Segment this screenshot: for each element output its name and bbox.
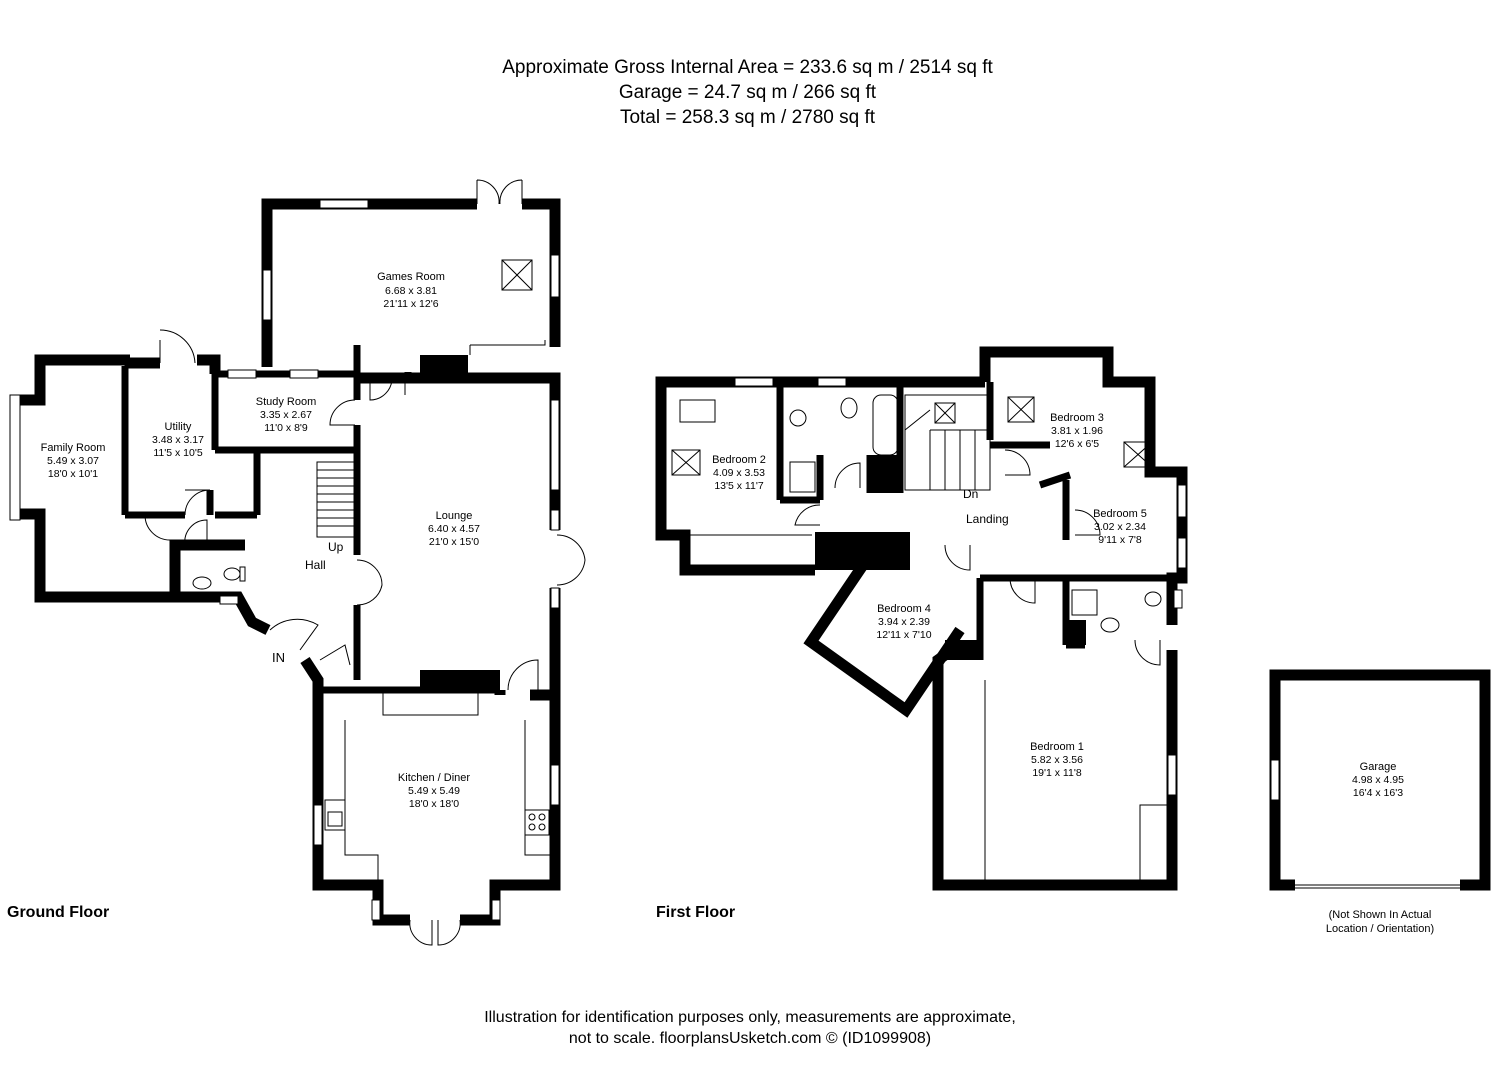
bedroom-1-name: Bedroom 1 bbox=[1030, 741, 1084, 753]
study-room-metric: 3.35 x 2.67 bbox=[260, 409, 312, 421]
disclaimer-line-1: Illustration for identification purposes… bbox=[484, 1009, 1016, 1026]
bedroom-2-name: Bedroom 2 bbox=[712, 454, 766, 466]
ground-floor-title: Ground Floor bbox=[7, 904, 110, 921]
stairs-up-label: Up bbox=[328, 540, 344, 554]
study-room-imperial: 11'0 x 8'9 bbox=[264, 422, 308, 434]
ground-stairs bbox=[316, 461, 356, 538]
bedroom-5-name: Bedroom 5 bbox=[1093, 508, 1147, 520]
garage-area-text: Garage = 24.7 sq m / 266 sq ft bbox=[618, 82, 877, 103]
hall-label: Hall bbox=[305, 558, 326, 572]
first-floor-plan bbox=[655, 346, 1188, 891]
garage-imperial: 16'4 x 16'3 bbox=[1353, 787, 1403, 799]
room-label-kitchen: Kitchen / Diner 5.49 x 5.49 18'0 x 18'0 bbox=[398, 772, 470, 810]
room-label-bed1: Bedroom 1 5.82 x 3.56 19'1 x 11'8 bbox=[1030, 741, 1084, 779]
family-room-name: Family Room bbox=[41, 442, 106, 454]
total-area-text: Total = 258.3 sq m / 2780 sq ft bbox=[619, 107, 876, 128]
utility-imperial: 11'5 x 10'5 bbox=[153, 447, 203, 459]
kitchen-metric: 5.49 x 5.49 bbox=[408, 785, 460, 797]
gross-area-text: Approximate Gross Internal Area = 233.6 … bbox=[502, 57, 993, 78]
room-label-games: Games Room 6.68 x 3.81 21'11 x 12'6 bbox=[377, 271, 445, 310]
bedroom-3-name: Bedroom 3 bbox=[1050, 412, 1104, 424]
games-room-name: Games Room bbox=[377, 271, 445, 283]
garage-name: Garage bbox=[1360, 761, 1397, 773]
lounge-imperial: 21'0 x 15'0 bbox=[429, 536, 479, 548]
area-summary: Approximate Gross Internal Area = 233.6 … bbox=[0, 55, 1495, 130]
room-label-study: Study Room 3.35 x 2.67 11'0 x 8'9 bbox=[256, 396, 317, 434]
garage-note: (Not Shown In Actual Location / Orientat… bbox=[1310, 908, 1450, 936]
room-label-utility: Utility 3.48 x 3.17 11'5 x 10'5 bbox=[152, 421, 204, 459]
lounge-name: Lounge bbox=[436, 510, 473, 522]
bedroom-1-imperial: 19'1 x 11'8 bbox=[1032, 767, 1082, 779]
utility-metric: 3.48 x 3.17 bbox=[152, 434, 204, 446]
garage-note-line-2: Location / Orientation) bbox=[1325, 923, 1435, 935]
room-label-lounge: Lounge 6.40 x 4.57 21'0 x 15'0 bbox=[428, 510, 480, 548]
first-stairs bbox=[904, 394, 991, 491]
kitchen-imperial: 18'0 x 18'0 bbox=[409, 798, 459, 810]
family-room-metric: 5.49 x 3.07 bbox=[47, 455, 99, 467]
ground-floor-plan bbox=[9, 179, 586, 946]
bedroom-1-metric: 5.82 x 3.56 bbox=[1031, 754, 1083, 766]
lounge-metric: 6.40 x 4.57 bbox=[428, 523, 480, 535]
entrance-label: IN bbox=[272, 650, 285, 665]
landing-label: Landing bbox=[966, 512, 1009, 526]
bedroom-4-metric: 3.94 x 2.39 bbox=[878, 616, 930, 628]
first-floor-title: First Floor bbox=[656, 904, 736, 921]
bedroom-5-metric: 3.02 x 2.34 bbox=[1094, 521, 1146, 533]
utility-name: Utility bbox=[165, 421, 192, 433]
room-label-garage: Garage 4.98 x 4.95 16'4 x 16'3 bbox=[1352, 761, 1404, 799]
bedroom-2-metric: 4.09 x 3.53 bbox=[713, 467, 765, 479]
bedroom-3-imperial: 12'6 x 6'5 bbox=[1055, 438, 1099, 450]
room-label-bed3: Bedroom 3 3.81 x 1.96 12'6 x 6'5 bbox=[1050, 412, 1104, 450]
bedroom-2-imperial: 13'5 x 11'7 bbox=[714, 480, 764, 492]
disclaimer-line-2: not to scale. floorplansUsketch.com © (I… bbox=[568, 1030, 932, 1047]
garage-note-line-1: (Not Shown In Actual bbox=[1328, 909, 1432, 921]
kitchen-name: Kitchen / Diner bbox=[398, 772, 470, 784]
room-label-bed2: Bedroom 2 4.09 x 3.53 13'5 x 11'7 bbox=[712, 454, 766, 492]
study-room-name: Study Room bbox=[256, 396, 317, 408]
room-label-bed4: Bedroom 4 3.94 x 2.39 12'11 x 7'10 bbox=[876, 603, 931, 641]
bedroom-3-metric: 3.81 x 1.96 bbox=[1051, 425, 1103, 437]
room-label-family: Family Room 5.49 x 3.07 18'0 x 10'1 bbox=[41, 442, 106, 480]
stairs-down-label: Dn bbox=[963, 487, 978, 501]
garage-metric: 4.98 x 4.95 bbox=[1352, 774, 1404, 786]
disclaimer: Illustration for identification purposes… bbox=[0, 1007, 1495, 1049]
room-label-bed5: Bedroom 5 3.02 x 2.34 9'11 x 7'8 bbox=[1093, 508, 1147, 546]
garage-plan bbox=[1269, 669, 1491, 891]
bedroom-4-name: Bedroom 4 bbox=[877, 603, 931, 615]
games-room-imperial: 21'11 x 12'6 bbox=[383, 298, 438, 310]
bedroom-5-imperial: 9'11 x 7'8 bbox=[1098, 534, 1142, 546]
bedroom-4-imperial: 12'11 x 7'10 bbox=[876, 629, 931, 641]
games-room-metric: 6.68 x 3.81 bbox=[385, 285, 437, 297]
family-room-imperial: 18'0 x 10'1 bbox=[48, 468, 98, 480]
